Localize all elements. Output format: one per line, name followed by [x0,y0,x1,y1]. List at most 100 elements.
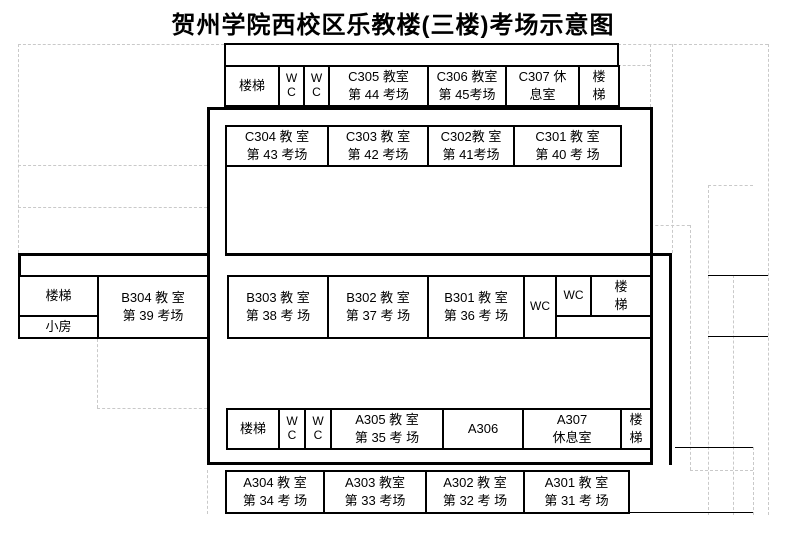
room-label: 休息室 [552,430,592,445]
room-label: A302 教 室 [443,475,507,491]
room-label: C305 教室 [348,69,409,85]
dashed-gridline [672,44,673,253]
room-label: B302 教 室 [346,290,410,306]
room-c301: C301 教 室 第 40 考 场 [513,125,622,167]
room-label: A305 教 室 [355,412,419,428]
room-label: 第 42 考场 [347,147,409,162]
wc-cell: W C [278,65,305,107]
room-label: 梯 [614,297,628,312]
room-a305: A305 教 室 第 35 考 场 [330,408,444,450]
dashed-gridline [18,44,19,253]
room-label: 第 45考场 [438,87,496,102]
dashed-gridline [18,44,224,45]
dashed-gridline [650,44,651,107]
room-label: C [287,85,296,99]
dashed-gridline [768,44,769,515]
room-label: 第 40 考 场 [535,147,600,162]
room-label: C [313,428,323,442]
room-c307: C307 休 息室 [505,65,580,107]
room-label: 楼梯 [238,78,265,94]
room-label: 第 39 考场 [122,308,184,323]
room-label: 第 35 考 场 [354,430,420,445]
room-label: WC [563,288,584,303]
room-label: C304 教 室 [244,129,310,145]
room-label: C301 教 室 [535,129,600,145]
thin-wall-line [708,275,768,276]
room-c304: C304 教 室 第 43 考场 [225,125,329,167]
dashed-gridline [753,447,754,515]
room-label: 梯 [592,87,606,102]
room-label: C307 休 [518,69,567,85]
dashed-gridline [733,275,734,515]
room-label: 第 36 考 场 [443,308,509,323]
room-label: C303 教 室 [345,129,411,145]
dashed-gridline [690,470,753,471]
wall-segment [669,253,672,465]
empty-cell [555,315,652,339]
room-label: 第 34 考 场 [242,493,308,508]
room-a306: A306 [442,408,524,450]
room-label: 楼梯 [45,288,72,304]
room-b302: B302 教 室 第 37 考 场 [327,275,429,339]
thin-wall-line [630,512,753,513]
room-label: W [286,414,298,429]
dashed-gridline [207,470,208,514]
room-label: 第 32 考 场 [442,493,508,508]
room-c306: C306 教室 第 45考场 [427,65,507,107]
room-label: A303 教室 [345,475,405,491]
dashed-gridline [708,185,709,515]
room-label: 楼 [614,279,628,295]
room-label: 第 43 考场 [246,147,308,162]
wall-segment [18,253,209,256]
dashed-gridline [97,408,207,409]
room-xiaofang: 小房 [18,315,99,339]
stair-cell: 楼 梯 [620,408,652,450]
wc-cell: W C [278,408,306,450]
wc-cell: WC [555,275,592,317]
room-label: A306 [467,421,499,437]
room-label: 第 33 考场 [344,493,406,508]
room-label: A307 [556,412,588,428]
stair-cell: 楼梯 [226,408,280,450]
thin-wall-line [708,336,768,337]
dashed-gridline [690,225,691,470]
room-label: W [285,71,298,86]
room-a307: A307 休息室 [522,408,622,450]
room-b303: B303 教 室 第 38 考 场 [227,275,329,339]
dashed-gridline [708,185,753,186]
room-label: 第 44 考场 [348,87,409,102]
room-a304: A304 教 室 第 34 考 场 [225,470,325,514]
dashed-gridline [18,207,207,208]
wc-cell: W C [303,65,330,107]
stair-cell: 楼梯 [224,65,280,107]
wall-segment [225,165,227,256]
room-label: 楼 [592,69,606,85]
room-c302: C302教 室 第 41考场 [427,125,515,167]
top-strip [224,43,619,67]
dashed-gridline [18,165,207,166]
room-b301: B301 教 室 第 36 考 场 [427,275,525,339]
wall-segment [227,253,672,256]
dashed-gridline [97,339,98,408]
room-label: B304 教 室 [121,290,185,306]
room-a301: A301 教 室 第 31 考 场 [523,470,630,514]
wc-cell: W C [304,408,332,450]
room-label: 第 41考场 [442,147,500,162]
dashed-gridline [618,65,650,66]
dashed-gridline [618,44,768,45]
dashed-gridline [650,225,690,226]
room-label: W [312,414,324,429]
room-label: B301 教 室 [444,290,508,306]
room-label: 楼 [629,412,643,428]
room-label: W [310,71,323,86]
room-a303: A303 教室 第 33 考场 [323,470,427,514]
room-label: C302教 室 [440,129,502,145]
stair-cell: 楼 梯 [590,275,652,317]
room-label: 第 38 考 场 [245,308,311,323]
room-label: C306 教室 [436,69,498,85]
stair-cell: 楼梯 [18,275,99,317]
stair-cell: 楼 梯 [578,65,620,107]
room-label: C [312,85,321,99]
room-c303: C303 教 室 第 42 考场 [327,125,429,167]
